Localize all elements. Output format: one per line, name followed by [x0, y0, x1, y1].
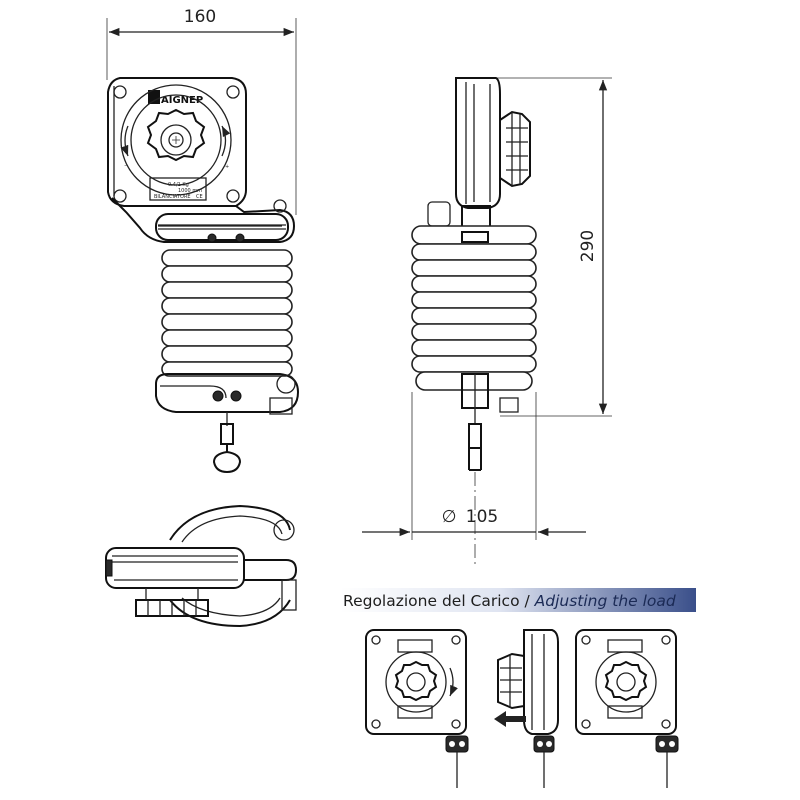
minus-icon: − [124, 163, 128, 169]
svg-text:Regolazione del Carico / Adjus: Regolazione del Carico / Adjusting the l… [343, 592, 676, 610]
adjust-view-left [365, 629, 469, 788]
top-view [105, 504, 298, 628]
side-view: 290 [362, 77, 612, 565]
plus-icon: + [225, 164, 229, 170]
adjust-view-right [575, 629, 679, 788]
banner-english: Adjusting the load [534, 592, 676, 610]
height-label: 290 [578, 230, 598, 262]
banner-separator: / [520, 592, 535, 610]
banner-italian: Regolazione del Carico [343, 592, 520, 610]
ce-mark: CE [196, 194, 203, 200]
adjusting-load-banner: Regolazione del Carico / Adjusting the l… [340, 588, 696, 612]
small-text: BILANCIATORE [154, 194, 191, 200]
front-view: AIGNEP − + 0.4/1 Kg 1000 mm BILANCIATORE… [107, 77, 300, 474]
stroke-label: 1000 mm [178, 188, 202, 194]
diameter-label: 105 [466, 507, 498, 527]
width-dimension: 160 [106, 7, 297, 215]
adjust-view-middle [494, 629, 559, 788]
diameter-symbol: ∅ [442, 507, 457, 527]
load-label: 0.4/1 Kg [168, 182, 189, 188]
brand-label: AIGNEP [161, 95, 203, 106]
arrow-left-icon [494, 711, 526, 727]
side-coil [411, 225, 537, 391]
width-label: 160 [184, 7, 216, 27]
front-coil [161, 249, 293, 377]
